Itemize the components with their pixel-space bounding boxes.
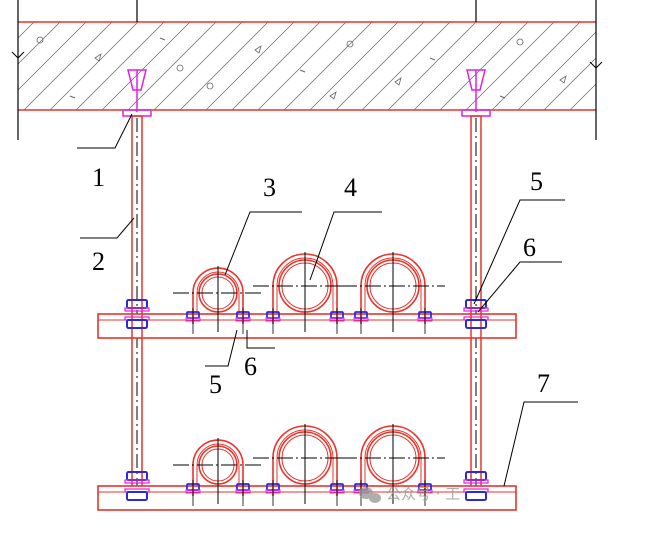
hatch-line [75,22,165,110]
leader-5-bottom [205,329,238,367]
hatch-line [101,22,191,110]
callout-6-bottom: 6 [244,352,257,381]
aggregate-mark [299,69,306,73]
hatch-line [153,22,243,110]
nut-bottom [126,319,148,329]
hatch-line [361,22,451,110]
hatch-line [335,22,425,110]
aggregate-mark [516,38,524,46]
aggregate-mark [329,91,337,100]
hatch-line [543,57,596,110]
aggregate-mark [499,95,506,99]
callout-5-bottom: 5 [209,370,222,399]
hatch-line [18,22,61,65]
hatch-line [569,83,596,110]
hatch-line [18,22,35,39]
aggregate-mark [94,53,102,62]
callout-6-top: 6 [523,233,536,262]
hatch-line [127,22,217,110]
leader-4 [309,211,382,281]
aggregate-mark [394,77,402,86]
hatch-line [0,22,8,110]
callout-2: 2 [92,247,105,276]
hatch-line [179,22,269,110]
break-mark-left [11,51,25,59]
callout-5-top: 5 [530,167,543,196]
aggregate-mark [559,75,567,84]
watermark-text: 公众号 · 工 [386,485,460,503]
hatch-line [205,22,295,110]
anchor-left [122,69,152,117]
nut-bottom [465,319,487,329]
aggregate-mark [36,36,44,44]
washer-top [463,307,489,312]
nut-bottom [465,491,487,501]
callout-7: 7 [537,369,550,398]
aggregate-mark [346,40,354,48]
leader-6-bottom [246,330,275,349]
aggregate-mark [254,45,262,54]
leader-3 [224,211,302,276]
pipe-upper-2 [253,252,357,334]
washer-top [124,479,150,484]
callout-4: 4 [344,173,357,202]
hatch-line [231,22,321,110]
hatch-line [309,22,399,110]
hatch-line [491,22,581,110]
pipe-upper-3 [341,252,445,334]
aggregate-mark [429,57,436,61]
channel-beam-upper [97,313,517,339]
leader-5-top [473,199,565,305]
hatch-line [413,22,503,110]
washer-top [124,307,150,312]
nut-bottom [126,491,148,501]
hatch-line [18,22,87,91]
concrete-slab [0,0,650,140]
channel-beam-lower [97,485,517,511]
aggregate-mark [176,64,184,72]
hatch-line [23,22,113,110]
rod-overlay [131,314,482,338]
leader-7 [503,401,578,487]
callout-1: 1 [92,163,105,192]
pipe-lower-1 [173,438,263,506]
leader-2 [80,217,135,239]
hatch-line [517,31,596,110]
leader-lines [77,113,578,487]
pipe-lower-2 [253,424,357,506]
aggregate-mark [159,37,166,41]
leader-6-top [477,261,562,313]
break-mark-right [589,61,603,69]
washer-top [463,479,489,484]
rod-nut-right-lower [463,471,489,501]
rod-nut-left-upper [124,299,150,329]
leader-1 [77,113,133,149]
hatch-line [257,22,347,110]
anchor-right [461,69,491,117]
hatch-line [622,22,650,110]
hatch-line [439,22,529,110]
hatch-line [595,109,596,110]
aggregate-mark [206,82,214,90]
aggregate-mark [69,95,76,99]
hatch-line [387,22,477,110]
concrete-hatch [0,22,650,110]
wechat-icon [359,487,381,503]
rod-nut-left-lower [124,471,150,501]
hatch-line [49,22,139,110]
hatch-line [465,22,555,110]
hatch-line [283,22,373,110]
callout-3: 3 [263,173,276,202]
watermark: 公众号 · 工 [359,485,460,503]
pipe-upper-1 [173,266,263,334]
